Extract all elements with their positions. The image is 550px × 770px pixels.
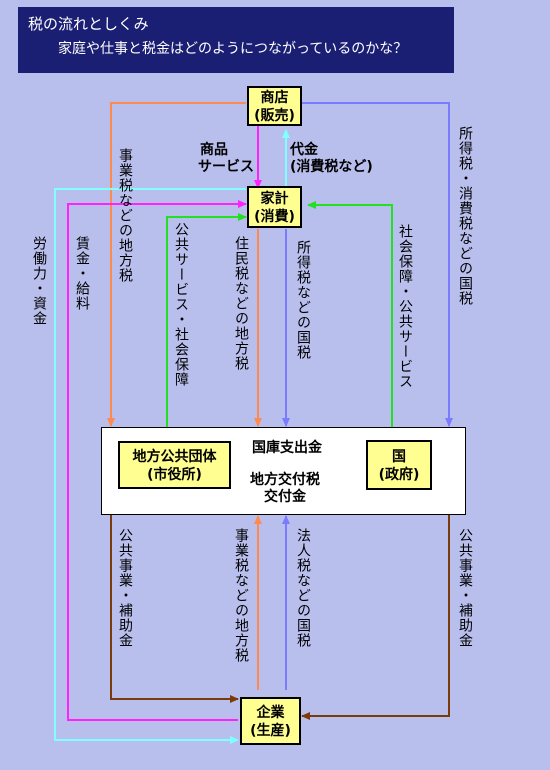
node-shop-line1: 商店 [260,90,289,106]
label-business-tax-local: 事業税などの地方税 [117,148,133,283]
label-local-allocation-line2: 交付金 [264,489,306,505]
node-shop-line2: (販売) [254,108,295,124]
label-social-security-public: 社会保障・公共サービス [397,224,413,389]
node-local-government: 地方公共団体 (市役所) [118,441,231,489]
label-local-allocation-line1: 地方交付税 [250,472,320,488]
label-payment-line2: (消費税など) [290,159,373,175]
node-national-government-line1: 国 [392,449,406,465]
label-services: サービス [198,159,254,175]
label-public-works-left: 公共事業・補助金 [117,528,133,648]
arrow-public-services [166,213,247,427]
arrow-public-works-right [301,515,450,720]
label-business-tax-local-bottom: 事業税などの地方税 [233,528,249,663]
label-goods-services: 商品 サービス [198,142,254,176]
arrow-shop-business-tax [107,102,246,427]
label-local-allocation: 地方交付税 交付金 [250,472,320,506]
label-income-consumption-national: 所得税・消費税などの国税 [457,126,473,306]
arrow-wages [67,200,247,721]
node-household: 家計 (消費) [247,186,302,228]
label-treasury-outlays: 国庫支出金 [252,440,322,456]
arrow-shop-national-tax [302,102,453,427]
label-labor-capital: 労働力・資金 [31,236,47,326]
arrow-public-works-left [110,515,239,703]
header-banner: 税の流れとしくみ 家庭や仕事と税金はどのようにつながっているのかな？ [18,7,454,73]
label-corporate-tax-national: 法人税などの国税 [295,528,311,648]
label-payment: 代金 (消費税など) [290,142,373,176]
node-company-line2: (生産) [250,723,291,739]
node-national-government-line2: (政府) [378,467,420,483]
node-national-government: 国 (政府) [366,440,432,490]
node-local-government-line1: 地方公共団体 [132,449,217,465]
label-income-tax-national: 所得税などの国税 [295,240,311,360]
page-subtitle: 家庭や仕事と税金はどのようにつながっているのかな？ [58,41,408,57]
page-title: 税の流れとしくみ [28,15,149,33]
label-wages-salary: 賃金・給料 [74,236,90,311]
arrow-labor-capital [54,188,246,744]
node-shop: 商店 (販売) [247,86,302,126]
node-household-line1: 家計 [260,191,289,207]
label-public-works-right: 公共事業・補助金 [457,528,473,648]
node-company-line1: 企業 [256,705,285,721]
node-household-line2: (消費) [254,209,295,225]
label-goods: 商品 [200,142,228,158]
node-company: 企業 (生産) [240,697,301,745]
node-local-government-line2: (市役所) [147,467,202,483]
arrow-social-security [307,201,393,427]
label-payment-line1: 代金 [290,142,318,158]
label-public-services-social: 公共サービス・社会保障 [173,222,189,387]
label-resident-tax-local: 住民税などの地方税 [233,236,249,371]
